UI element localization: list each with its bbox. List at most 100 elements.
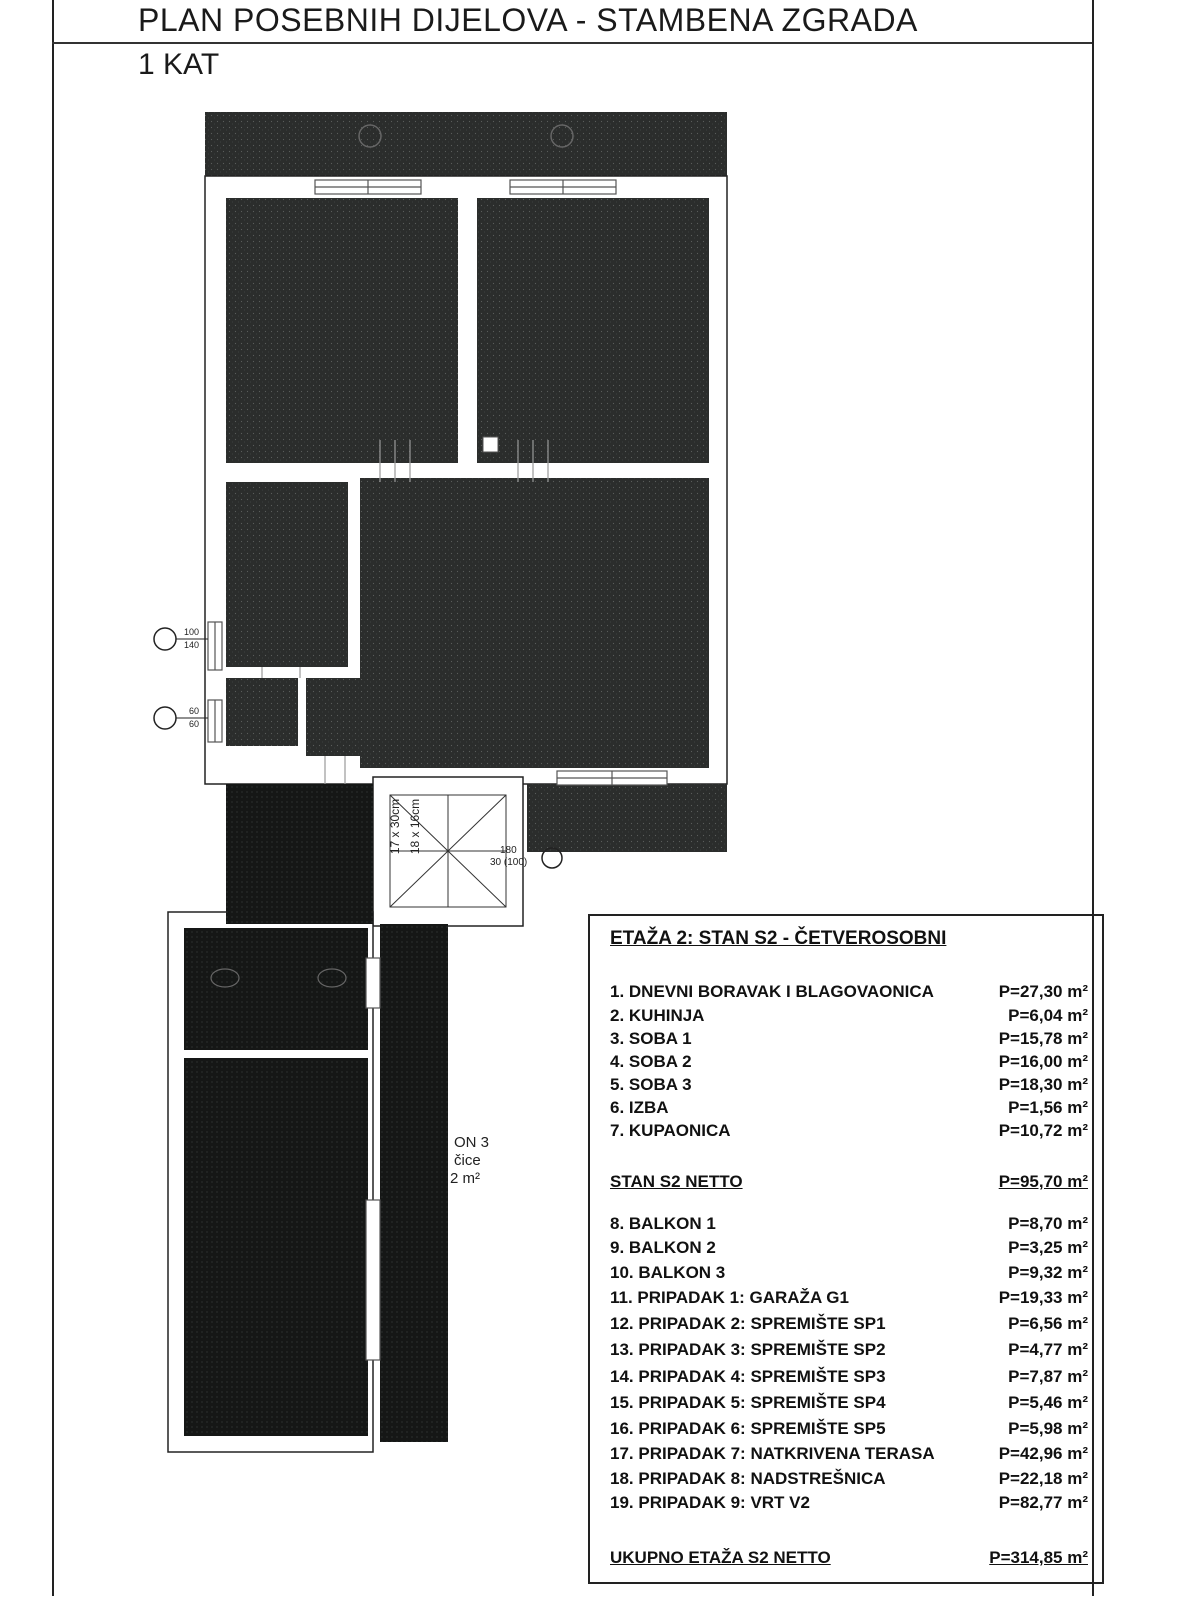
title-rule	[52, 42, 1092, 44]
stair-arrow-icon	[541, 847, 563, 869]
extra-name: 13. PRIPADAK 3: SPREMIŠTE SP2	[610, 1340, 886, 1359]
dimension-label: 30 (100)	[490, 857, 528, 868]
room-name: 1. DNEVNI BORAVAK I BLAGOVAONICA	[610, 982, 934, 1001]
room-kupaonica	[226, 482, 348, 667]
legend-row: 16. PRIPADAK 6: SPREMIŠTE SP5 P=5,98 m²	[610, 1419, 1088, 1443]
drawing-frame	[52, 0, 1094, 1596]
room-name: 3. SOBA 1	[610, 1029, 692, 1048]
legend-heading: ETAŽA 2: STAN S2 - ČETVEROSOBNI	[610, 928, 947, 949]
extra-name: 10. BALKON 3	[610, 1263, 726, 1282]
staircase	[372, 776, 524, 927]
stair-dimension: 18 x 16cm	[408, 798, 423, 855]
total-area: P=314,85 m²	[989, 1548, 1088, 1567]
room-soba-2	[477, 198, 709, 463]
room-name: 4. SOBA 2	[610, 1052, 692, 1071]
room-area: P=6,04 m²	[1008, 1006, 1088, 1025]
lower-corridor	[226, 784, 373, 924]
shaft-icon	[482, 436, 499, 453]
legend-row: 8. BALKON 1 P=8,70 m²	[610, 1214, 1088, 1238]
extra-area: P=5,46 m²	[1008, 1393, 1088, 1412]
extra-area: P=3,25 m²	[1008, 1238, 1088, 1257]
extra-area: P=82,77 m²	[998, 1493, 1088, 1512]
room-izba	[226, 678, 298, 746]
stair-dimension: 17 x 30cm	[388, 798, 403, 855]
extra-name: 8. BALKON 1	[610, 1214, 716, 1233]
door-marks	[261, 440, 549, 790]
window-bottom-right	[556, 770, 668, 786]
legend-row: 2. KUHINJA P=6,04 m²	[610, 1006, 1088, 1030]
balcony-label: čice	[454, 1152, 481, 1169]
extra-name: 16. PRIPADAK 6: SPREMIŠTE SP5	[610, 1419, 886, 1438]
bed-outline	[210, 968, 347, 988]
page-title: PLAN POSEBNIH DIJELOVA - STAMBENA ZGRADA	[138, 2, 918, 38]
balkon-3	[380, 924, 448, 1442]
room-area: P=1,56 m²	[1008, 1098, 1088, 1117]
window-top-right	[509, 179, 617, 195]
net-area: P=95,70 m²	[998, 1172, 1088, 1191]
room-name: 5. SOBA 3	[610, 1075, 692, 1094]
window-lower-2	[365, 1199, 381, 1361]
room-name: 7. KUPAONICA	[610, 1121, 731, 1140]
room-hall	[306, 678, 360, 756]
room-name: 6. IZBA	[610, 1098, 669, 1117]
extra-area: P=8,70 m²	[1008, 1214, 1088, 1233]
legend-row: 18. PRIPADAK 8: NADSTREŠNICA P=22,18 m²	[610, 1469, 1088, 1493]
drain-icon	[550, 124, 574, 148]
total-label: UKUPNO ETAŽA S2 NETTO	[610, 1548, 831, 1567]
room-name: 2. KUHINJA	[610, 1006, 705, 1025]
window-top-left	[314, 179, 422, 195]
extra-area: P=19,33 m²	[998, 1288, 1088, 1307]
extra-name: 17. PRIPADAK 7: NATKRIVENA TERASA	[610, 1444, 935, 1463]
window-dimension: 100	[184, 627, 200, 637]
extra-name: 11. PRIPADAK 1: GARAŽA G1	[610, 1288, 849, 1307]
room-area: P=27,30 m²	[998, 982, 1088, 1001]
window-dimension: 140	[184, 640, 200, 650]
extra-name: 9. BALKON 2	[610, 1238, 716, 1257]
drain-icon	[358, 124, 382, 148]
window-dimension: 60	[189, 719, 200, 729]
balcony-label: ON 3	[454, 1134, 490, 1151]
window-dimension: 60	[189, 706, 200, 716]
legend-row: 13. PRIPADAK 3: SPREMIŠTE SP2 P=4,77 m²	[610, 1340, 1088, 1364]
window-tag-icon	[153, 706, 177, 730]
net-label: STAN S2 NETTO	[610, 1172, 743, 1191]
room-area: P=10,72 m²	[998, 1121, 1088, 1140]
extra-area: P=22,18 m²	[998, 1469, 1088, 1488]
window-tag-icon	[153, 627, 177, 651]
extra-area: P=42,96 m²	[998, 1444, 1088, 1463]
legend-row: 9. BALKON 2 P=3,25 m²	[610, 1238, 1088, 1262]
extra-name: 14. PRIPADAK 4: SPREMIŠTE SP3	[610, 1367, 886, 1386]
extra-area: P=6,56 m²	[1008, 1314, 1088, 1333]
dimension-label: 180	[500, 845, 517, 856]
extra-name: 15. PRIPADAK 5: SPREMIŠTE SP4	[610, 1393, 886, 1412]
legend-net-row: STAN S2 NETTO P=95,70 m²	[610, 1172, 1088, 1196]
window-left-2	[207, 699, 223, 743]
right-terrace-strip	[527, 784, 727, 852]
room-area: P=16,00 m²	[998, 1052, 1088, 1071]
legend-row: 7. KUPAONICA P=10,72 m²	[610, 1121, 1088, 1145]
window-lower-1	[365, 957, 381, 1009]
room-soba-3	[184, 1058, 368, 1436]
legend-row: 14. PRIPADAK 4: SPREMIŠTE SP3 P=7,87 m²	[610, 1367, 1088, 1391]
window-left-1	[207, 621, 223, 671]
extra-area: P=7,87 m²	[1008, 1367, 1088, 1386]
extra-area: P=4,77 m²	[1008, 1340, 1088, 1359]
legend-row: 11. PRIPADAK 1: GARAŽA G1 P=19,33 m²	[610, 1288, 1088, 1312]
top-terrace	[205, 112, 727, 176]
legend-row: 17. PRIPADAK 7: NATKRIVENA TERASA P=42,96…	[610, 1444, 1088, 1468]
extra-name: 18. PRIPADAK 8: NADSTREŠNICA	[610, 1469, 886, 1488]
legend-row: 4. SOBA 2 P=16,00 m²	[610, 1052, 1088, 1076]
room-soba-3-upper	[184, 928, 368, 1050]
legend-total-row: UKUPNO ETAŽA S2 NETTO P=314,85 m²	[610, 1548, 1088, 1572]
area-legend: ETAŽA 2: STAN S2 - ČETVEROSOBNI 1. DNEVN…	[588, 914, 1104, 1584]
balcony-label: 2 m²	[450, 1170, 480, 1187]
room-soba-1	[226, 198, 458, 463]
legend-row: 10. BALKON 3 P=9,32 m²	[610, 1263, 1088, 1287]
legend-row: 15. PRIPADAK 5: SPREMIŠTE SP4 P=5,46 m²	[610, 1393, 1088, 1417]
extra-area: P=9,32 m²	[1008, 1263, 1088, 1282]
extra-area: P=5,98 m²	[1008, 1419, 1088, 1438]
